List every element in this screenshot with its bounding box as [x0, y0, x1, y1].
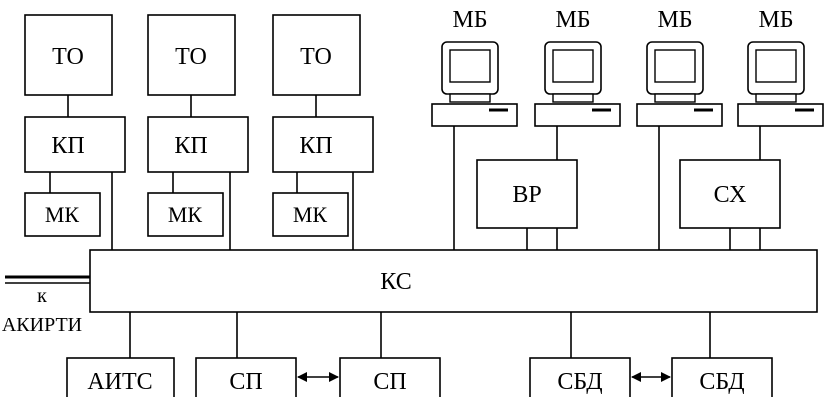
to-box-1: ТО [24, 14, 113, 96]
sbd-box-right: СБД [671, 357, 773, 397]
to-box-3-label: ТО [300, 44, 332, 70]
computer-icon [636, 41, 723, 127]
sp-box-left: СП [195, 357, 297, 397]
workstation-3: МБ [636, 7, 723, 250]
to-box-2-label: ТО [175, 44, 207, 70]
to-box-3: ТО [272, 14, 361, 96]
workstation-4-label: МБ [758, 7, 793, 33]
computer-icon [534, 41, 621, 127]
sbd-box-left-label: СБД [557, 369, 602, 395]
sx-box: СХ [679, 159, 781, 229]
mk-box-3-label: МК [293, 202, 328, 227]
sbd-box-right-label: СБД [699, 369, 744, 395]
kp-box-2-label: КП [174, 133, 207, 159]
sx-box-label: СХ [714, 182, 747, 208]
workstations: МБ МБ МБ МБ [431, 7, 824, 250]
to-box-2: ТО [147, 14, 236, 96]
main-bus-label: КС [380, 269, 411, 295]
kp-box-1-label: КП [51, 133, 84, 159]
workstation-1-label: МБ [452, 7, 487, 33]
kp-box-2: КП [147, 116, 249, 173]
aits-box: АИТС [66, 357, 175, 397]
to-box-1-label: ТО [52, 44, 84, 70]
mk-box-3: МК [272, 192, 349, 237]
workstation-3-label: МБ [657, 7, 692, 33]
external-link [5, 275, 90, 284]
workstation-1: МБ [431, 7, 518, 250]
main-bus: КС [89, 249, 818, 313]
sp-box-left-label: СП [229, 369, 262, 395]
mk-box-1: МК [24, 192, 101, 237]
mk-box-1-label: МК [45, 202, 80, 227]
kp-box-3-label: КП [299, 133, 332, 159]
workstation-4: МБ [737, 7, 824, 250]
kp-box-1: КП [24, 116, 126, 173]
mk-box-2-label: МК [168, 202, 203, 227]
external-link-label-k: к [37, 285, 47, 307]
sp-box-right-label: СП [373, 369, 406, 395]
br-box-label: ВР [512, 182, 541, 208]
sbd-box-left: СБД [529, 357, 631, 397]
aits-box-label: АИТС [87, 369, 152, 395]
workstation-2: МБ [534, 7, 621, 250]
kp-box-3: КП [272, 116, 374, 173]
computer-icon [431, 41, 518, 127]
mk-box-2: МК [147, 192, 224, 237]
computer-icon [737, 41, 824, 127]
workstation-2-label: МБ [555, 7, 590, 33]
external-link-label-akirti: АКИРТИ [2, 314, 82, 336]
sp-box-right: СП [339, 357, 441, 397]
br-box: ВР [476, 159, 578, 229]
